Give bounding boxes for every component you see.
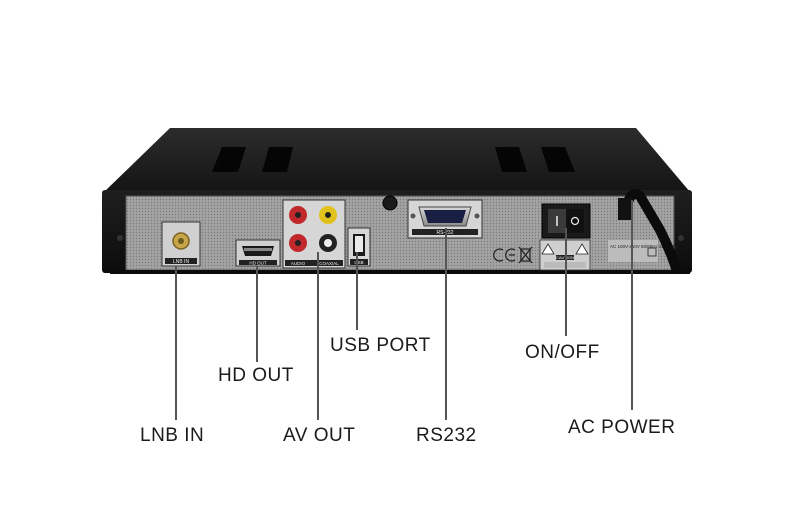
power-switch: [541, 203, 591, 239]
vent-right: [495, 147, 575, 172]
compliance-marks: [493, 246, 533, 264]
ce-mark-icon: [493, 248, 504, 262]
usb-label: USB: [354, 260, 363, 265]
callout-lnb-in: LNB IN: [140, 425, 205, 446]
hdmi-port-label: HD OUT: [249, 261, 266, 266]
screw-icon: [117, 235, 123, 241]
audio-label: AUDIO: [291, 261, 306, 266]
callout-on-off: ON/OFF: [525, 342, 600, 363]
av-ports: AUDIO COAXIAL: [282, 199, 346, 269]
lnb-port-label: LNB IN: [173, 259, 190, 265]
coaxial-label: COAXIAL: [319, 261, 339, 266]
callout-av-out: AV OUT: [283, 425, 356, 446]
vent-left: [212, 147, 293, 172]
usb-port: USB: [347, 227, 371, 267]
callout-rs232: RS232: [416, 425, 477, 446]
recycle-bin-icon: [518, 246, 533, 264]
power-spec-text: AC 100V-250V 50/60Hz max 20W: [610, 244, 679, 249]
leader-lines: [175, 200, 633, 420]
callout-hd-out: HD OUT: [218, 365, 294, 386]
screw-icon: [382, 195, 398, 211]
screw-icon: [678, 235, 684, 241]
hdmi-port: HD OUT: [235, 239, 281, 267]
callout-usb-port: USB PORT: [330, 335, 431, 356]
callout-ac-power: AC POWER: [568, 417, 676, 438]
lnb-port: LNB IN: [161, 221, 201, 267]
